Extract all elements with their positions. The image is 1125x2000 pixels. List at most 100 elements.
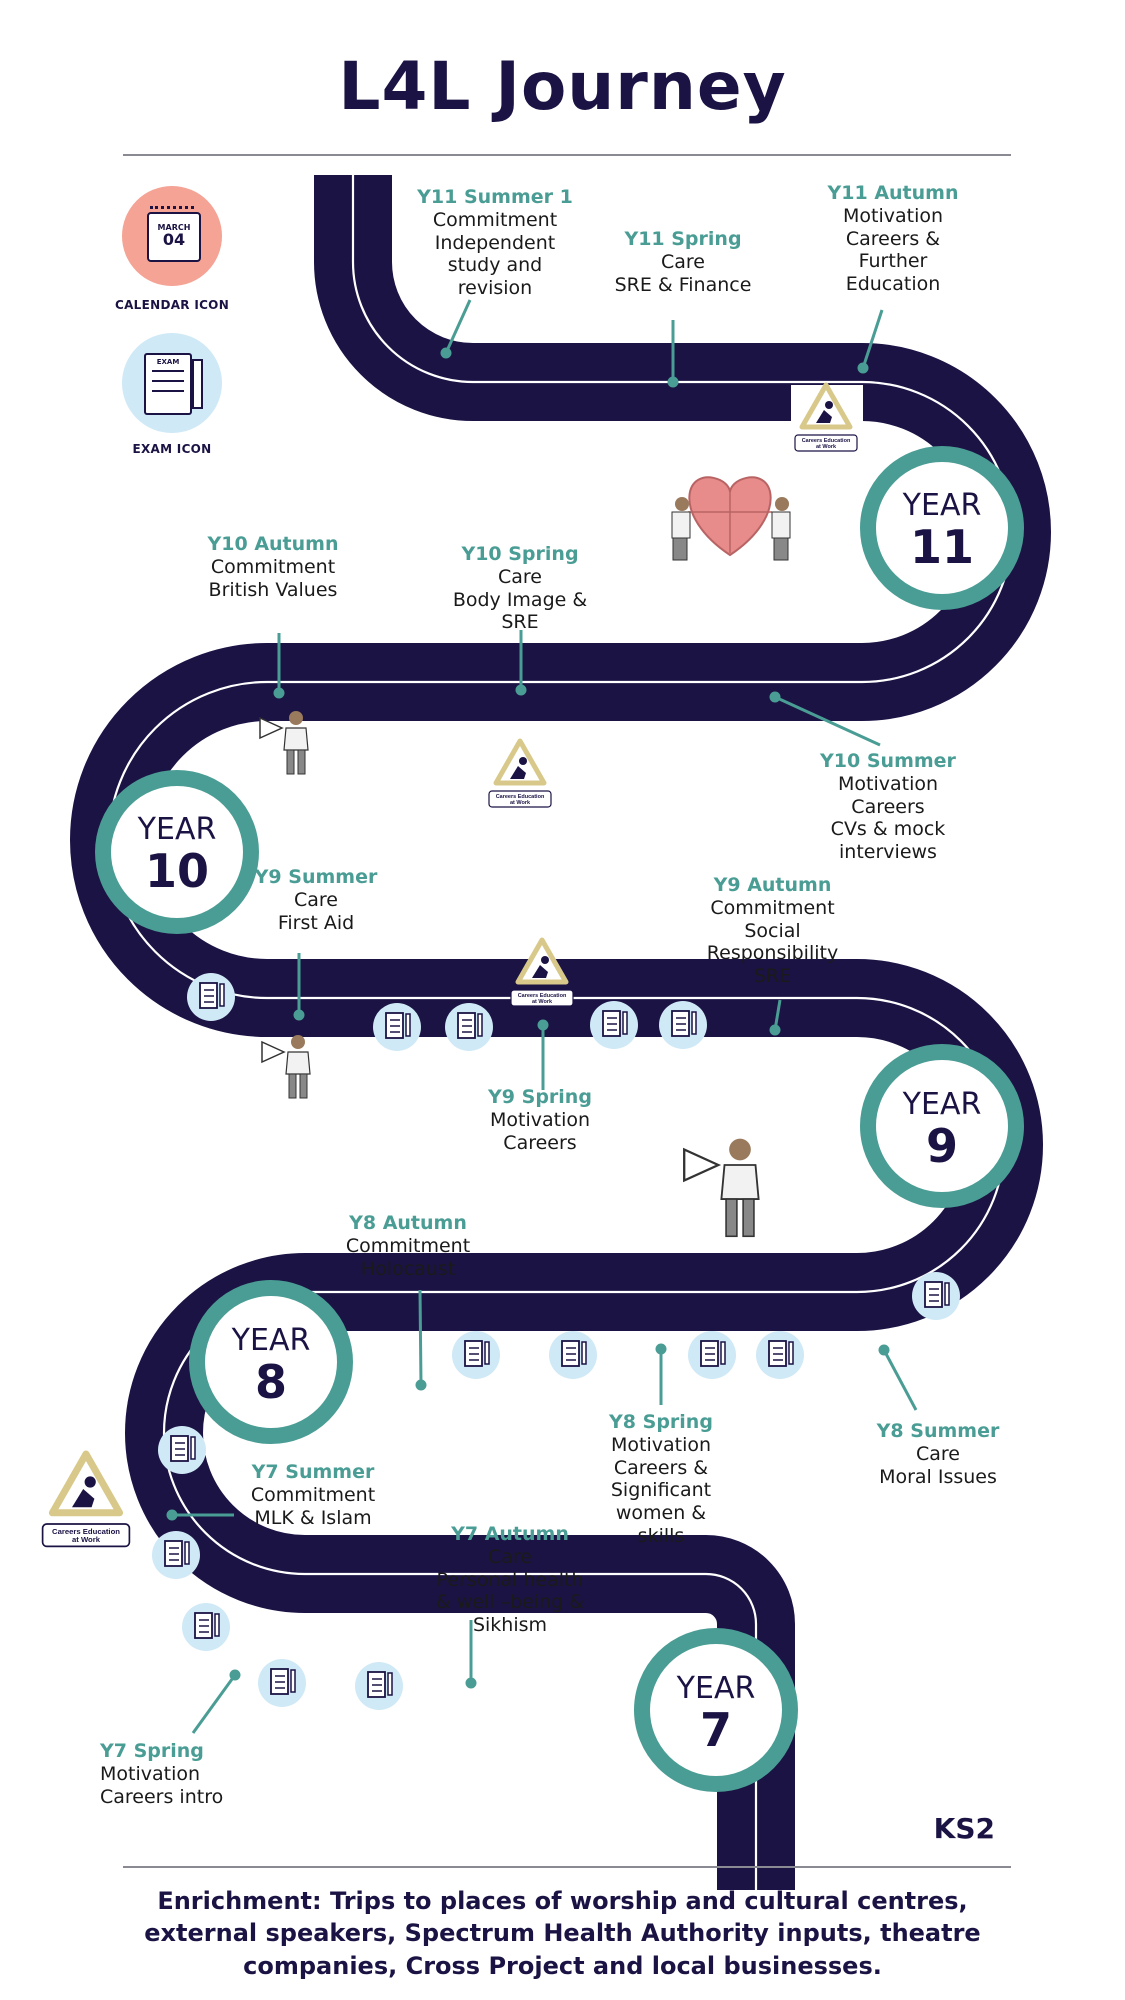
stop-line: MLK & Islam [254, 1506, 372, 1529]
stop-line: Moral Issues [879, 1465, 997, 1488]
stop-line: Body Image & [452, 588, 588, 611]
stop-line: & well –being & [435, 1591, 585, 1614]
year-11-marker [860, 446, 1024, 610]
stop-line: Education [845, 273, 941, 296]
year-11-label: YEAR 11 [872, 488, 1012, 570]
stop-heading: Y8 Autumn [349, 1212, 467, 1234]
stop-y10-autumn: Y10 Autumn Commitment British Values [193, 533, 353, 601]
year-number: 7 [699, 1703, 732, 1757]
enrichment-note: Enrichment: Trips to places of worship a… [144, 1887, 981, 1980]
stop-line: Sikhism [472, 1614, 548, 1637]
stop-heading: Y10 Autumn [207, 533, 339, 555]
year-word: YEAR [231, 1323, 311, 1358]
calendar-icon: MARCH 04 [122, 186, 222, 286]
year-9-marker [860, 1044, 1024, 1208]
page-title: L4L Journey [338, 48, 787, 125]
stop-y10-spring: Y10 Spring Care Body Image & SRE [435, 543, 605, 634]
calendar-day: 04 [162, 230, 186, 249]
year-10-label: YEAR 10 [107, 812, 247, 894]
stop-heading: Y10 Spring [461, 543, 579, 565]
stop-line: Social [744, 919, 801, 942]
stop-heading: Y7 Summer [251, 1461, 375, 1483]
exam-icon: EXAM [122, 333, 222, 433]
top-divider [123, 154, 1011, 156]
stop-line: Commitment [250, 1483, 376, 1506]
stop-line: Careers intro [100, 1785, 224, 1808]
year-9-label: YEAR 9 [872, 1087, 1012, 1169]
stop-y9-summer: Y9 Summer Care First Aid [246, 866, 386, 934]
stop-line: Careers & [613, 1456, 709, 1479]
stop-line: Careers [851, 795, 925, 818]
stop-y8-autumn: Y8 Autumn Commitment Holocaust [333, 1212, 483, 1280]
stop-line: Motivation [837, 772, 939, 795]
key-stage-label: KS2 [933, 1812, 995, 1845]
stop-y11-autumn: Y11 Autumn Motivation Careers & Further … [813, 182, 973, 296]
stop-y7-summer: Y7 Summer Commitment MLK & Islam [238, 1461, 388, 1529]
stop-line: Care [498, 565, 542, 588]
year-word: YEAR [902, 1087, 982, 1122]
stop-heading: Y8 Summer [876, 1420, 1000, 1442]
stop-line: Motivation [610, 1433, 712, 1456]
stop-line: SRE [501, 611, 539, 634]
year-7-marker [634, 1628, 798, 1792]
stop-y8-spring: Y8 Spring Motivation Careers & Significa… [586, 1411, 736, 1548]
year-8-marker [189, 1280, 353, 1444]
stop-line: Commitment [210, 555, 336, 578]
stop-line: Care [916, 1442, 960, 1465]
year-number: 8 [254, 1355, 287, 1409]
stop-heading: Y7 Spring [100, 1740, 204, 1762]
stop-line: Personal health [436, 1568, 584, 1591]
stop-line: Commitment [710, 896, 835, 919]
stop-line: Careers & [845, 227, 941, 250]
stop-y11-summer: Y11 Summer 1 Commitment Independent stud… [410, 186, 580, 300]
stop-heading: Y11 Spring [624, 228, 742, 250]
stop-y7-autumn: Y7 Autumn Care Personal health & well –b… [420, 1523, 600, 1637]
stop-y9-autumn: Y9 Autumn Commitment Social Responsibili… [690, 874, 855, 988]
stop-heading: Y9 Spring [488, 1086, 592, 1108]
stop-line: Responsibility [706, 942, 839, 965]
stop-y8-summer: Y8 Summer Care Moral Issues [858, 1420, 1018, 1488]
stop-line: Holocaust [360, 1257, 456, 1280]
stop-line: interviews [839, 841, 937, 864]
stop-line: women & [615, 1502, 707, 1525]
year-number: 9 [925, 1119, 958, 1173]
stop-y7-spring: Y7 Spring Motivation Careers intro [100, 1740, 260, 1808]
year-number: 10 [144, 844, 209, 898]
year-word: YEAR [676, 1671, 756, 1706]
exam-caption: EXAM ICON [132, 442, 212, 456]
stop-line: SRE & Finance [614, 273, 752, 296]
stop-line: Independent [434, 231, 556, 254]
stop-line: revision [457, 277, 533, 300]
stop-line: British Values [208, 578, 338, 601]
year-word: YEAR [902, 488, 982, 523]
stop-line: CVs & mock [830, 818, 946, 841]
stop-line: Motivation [489, 1108, 591, 1131]
stop-line: Commitment [432, 208, 558, 231]
stop-heading: Y10 Summer [820, 750, 956, 772]
stop-heading: Y9 Autumn [713, 874, 832, 896]
stop-line: skills [637, 1524, 685, 1547]
stop-line: Care [488, 1545, 532, 1568]
year-7-label: YEAR 7 [646, 1671, 786, 1753]
stop-line: Care [294, 888, 338, 911]
stop-line: Careers [503, 1131, 577, 1154]
calendar-month: MARCH [157, 223, 191, 232]
year-number: 11 [909, 520, 974, 574]
stop-line: Commitment [345, 1234, 471, 1257]
stop-y11-spring: Y11 Spring Care SRE & Finance [603, 228, 763, 296]
stop-line: study and [447, 254, 543, 277]
stop-line: First Aid [277, 911, 355, 934]
exam-label: EXAM [156, 358, 180, 366]
stop-line: Motivation [100, 1762, 201, 1785]
stop-heading: Y9 Summer [254, 866, 378, 888]
bottom-divider [123, 1866, 1011, 1868]
stop-heading: Y11 Autumn [827, 182, 959, 204]
stop-line: Further [858, 250, 928, 273]
stop-line: SRE [753, 965, 792, 988]
calendar-caption: CALENDAR ICON [114, 298, 230, 312]
stop-line: Care [661, 250, 705, 273]
stop-heading: Y11 Summer 1 [417, 186, 573, 208]
stop-y9-spring: Y9 Spring Motivation Careers [465, 1086, 615, 1154]
stop-y10-summer: Y10 Summer Motivation Careers CVs & mock… [808, 750, 968, 864]
